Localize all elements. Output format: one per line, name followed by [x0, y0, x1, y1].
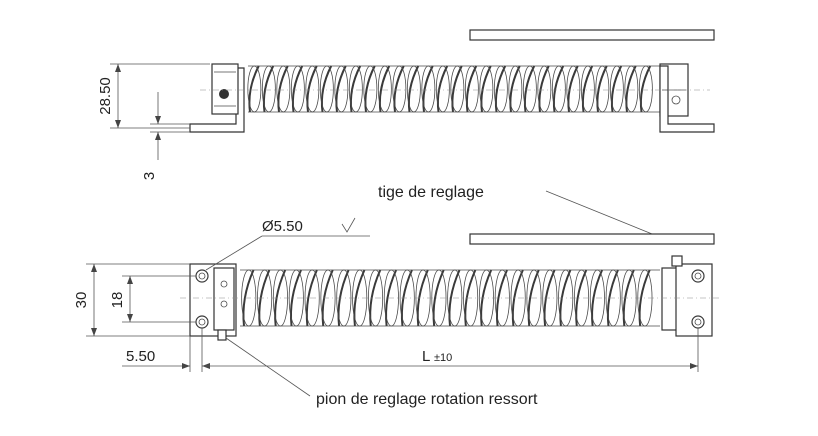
label-adjust-rod: tige de reglage: [378, 184, 484, 201]
dim-hole-spacing: 18: [109, 292, 126, 309]
spring-coil-top: [247, 65, 653, 113]
adjust-rod-bottom-view: [469, 233, 715, 245]
coil-turn: [581, 65, 594, 113]
dim-height-bottom: 30: [73, 292, 90, 309]
dim-edge-offset: 5.50: [126, 348, 155, 365]
coil-turn: [538, 65, 550, 113]
coil-turn: [378, 65, 391, 113]
coil-turn: [248, 65, 260, 113]
coil-turn: [567, 65, 579, 113]
left-pivot-pin: [219, 89, 229, 99]
coil-turn: [291, 65, 304, 113]
coil-turn: [465, 65, 478, 113]
coil-turn: [610, 65, 623, 113]
coil-turn: [305, 269, 318, 327]
coil-turn: [575, 269, 588, 327]
coil-turn: [451, 65, 463, 113]
coil-turn: [393, 65, 405, 113]
dim-length-tolerance: ±10: [434, 352, 452, 364]
coil-turn: [422, 65, 434, 113]
coil-turn: [638, 269, 651, 327]
right-upper-hole: [691, 269, 705, 283]
coil-turn: [625, 65, 637, 113]
top-view: 28.50 3: [97, 29, 715, 180]
coil-turn: [277, 65, 289, 113]
coil-turn: [436, 65, 449, 113]
coil-turn: [385, 269, 398, 327]
coil-turn: [242, 269, 255, 327]
dim-length: L: [422, 348, 430, 365]
coil-turn: [480, 65, 492, 113]
bottom-view: 30 18 Ø5.50 5.50 L ±10: [73, 217, 720, 397]
coil-turn: [432, 269, 445, 327]
coil-turn: [306, 65, 318, 113]
coil-turn: [262, 65, 275, 113]
coil-turn: [639, 65, 652, 113]
left-end-cap-side: [211, 63, 239, 115]
coil-turn: [448, 269, 461, 327]
coil-turn: [523, 65, 536, 113]
coil-turn: [509, 65, 521, 113]
coil-turn: [364, 65, 376, 113]
right-mounting-plate: [675, 263, 713, 337]
right-bracket-side: [659, 65, 715, 133]
coil-turn: [496, 269, 508, 327]
coil-turn: [335, 65, 347, 113]
coil-turn: [353, 269, 366, 327]
coil-turn: [552, 65, 565, 113]
spring-coil-bottom: [241, 269, 653, 327]
coil-turn: [407, 65, 420, 113]
coil-turn: [290, 269, 302, 327]
coil-turn: [494, 65, 507, 113]
coil-turn: [596, 65, 608, 113]
dim-bracket-thickness: 3: [141, 172, 158, 180]
adjust-rod-top-view: [469, 29, 715, 41]
coil-turn: [591, 269, 604, 327]
label-rotation-pin: pion de reglage rotation ressort: [316, 391, 538, 408]
coil-turn: [320, 65, 333, 113]
rotation-pin: [217, 329, 227, 341]
dim-height-top: 28.50: [97, 77, 114, 115]
dim-hole-diameter: Ø5.50: [262, 218, 303, 235]
coil-turn: [527, 269, 540, 327]
coil-turn: [349, 65, 362, 113]
